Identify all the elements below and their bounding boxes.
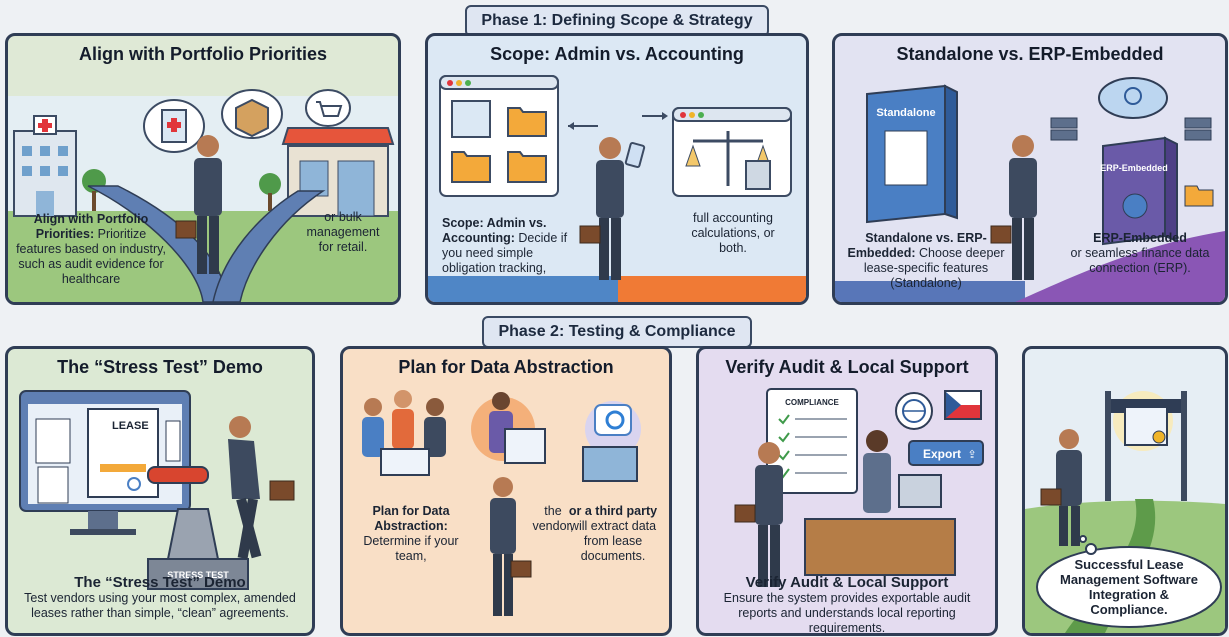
thought-bubble: [1036, 535, 1222, 628]
erp-box-icon: [1102, 136, 1178, 246]
upload-icon: ⇪: [967, 448, 976, 461]
hospital-icon: [13, 115, 77, 217]
vendor-figure: [489, 392, 546, 464]
phase-2-label: Phase 2: Testing & Compliance: [498, 323, 736, 340]
standalone-caption-left: Standalone vs. ERP-Embedded: Choose deep…: [841, 231, 1011, 291]
abstraction-caption-left: Plan for Data Abstraction: Determine if …: [361, 504, 461, 564]
panel-stress-test: The “Stress Test” Demo LEASE STRESS TEST: [5, 346, 315, 636]
finish-line-banner-icon: [1105, 391, 1187, 501]
businessman-figure: [490, 477, 532, 616]
abstraction-caption-bold: Plan for Data Abstraction:: [372, 504, 450, 533]
panel-portfolio-priorities: Align with Portfolio Priorities: [5, 33, 401, 305]
portfolio-caption-left: Align with Portfolio Priorities: Priorit…: [16, 212, 166, 287]
compliance-checklist-icon: [766, 388, 858, 494]
businessman-figure: [1040, 429, 1082, 546]
businessman-figure: [228, 416, 295, 559]
admin-window: [439, 75, 559, 197]
phase-1-banner: Phase 1: Defining Scope & Strategy: [465, 5, 769, 37]
scope-illustration: [428, 75, 806, 302]
abstraction-caption-right-text: will extract data from lease documents.: [569, 519, 657, 563]
erp-caption-bold: ERP-Embedded: [1093, 231, 1187, 245]
businessman-figure: [175, 135, 222, 274]
stress-test-machine-label: STRESS TEST: [167, 570, 229, 580]
stress-caption-title: The “Stress Test” Demo: [74, 574, 246, 591]
scope-caption-text: Decide if you need simple obligation tra…: [442, 231, 568, 275]
lease-document-label: LEASE: [112, 420, 149, 432]
panel-standalone-erp: Standalone vs. ERP-Embedded Standalone: [832, 33, 1228, 305]
export-button-bg: [908, 440, 984, 466]
server-icon: [1050, 117, 1212, 141]
clipboard-thought-icon: [143, 99, 205, 153]
scope-caption-left: Scope: Admin vs. Accounting: Decide if y…: [442, 216, 582, 276]
panel-data-abstraction: Plan for Data Abstraction Plan for Data …: [340, 346, 672, 636]
panel-title: Standalone vs. ERP-Embedded: [896, 44, 1164, 64]
scope-caption-bold: Scope: Admin vs. Accounting:: [442, 216, 547, 245]
stress-test-illustration: LEASE STRESS TEST: [19, 390, 295, 590]
panel-title: Align with Portfolio Priorities: [78, 44, 327, 64]
desk-icon: [804, 474, 956, 576]
abstraction-illustration: [362, 390, 641, 616]
audit-caption-title: Verify Audit & Local Support: [745, 574, 949, 591]
stress-test-machine: [147, 466, 249, 590]
panel-audit-support: Verify Audit & Local Support COMPLIANCE: [696, 346, 998, 636]
audit-caption: Verify Audit & Local Support Ensure the …: [705, 574, 989, 635]
businessman-figure: [990, 135, 1037, 280]
finish-bubble-text: Successful Lease Management Software Int…: [1060, 557, 1198, 617]
businessman-figure: [734, 442, 783, 587]
panel-finish: Successful Lease Management Software Int…: [1022, 346, 1228, 636]
portfolio-caption-text: Prioritize features based on industry, s…: [16, 227, 166, 286]
lease-document-icon: [87, 408, 159, 498]
portfolio-caption-bold: Align with Portfolio Priorities:: [33, 212, 149, 241]
panel-title: Plan for Data Abstraction: [398, 357, 614, 377]
panel-title: Verify Audit & Local Support: [725, 357, 969, 377]
export-button-label: Export: [923, 447, 961, 461]
stress-caption: The “Stress Test” Demo Test vendors usin…: [14, 575, 306, 621]
finish-illustration: [1025, 391, 1225, 633]
standalone-box-icon: [866, 84, 958, 224]
phase-1-label: Phase 1: Defining Scope & Strategy: [481, 12, 753, 29]
businesswoman-figure: [863, 430, 891, 513]
box-thought-icon: [221, 89, 283, 139]
standalone-caption-text: Choose deeper lease-specific features (S…: [863, 246, 1005, 290]
abstraction-caption-right-bold: or a third party: [568, 504, 658, 518]
abstraction-caption-mid: the vendor,: [532, 504, 574, 533]
compliance-board-label: COMPLIANCE: [785, 398, 839, 407]
third-party-logo-icon: [582, 404, 638, 482]
abstraction-caption-right: or a third party will extract data from …: [565, 504, 661, 564]
abstraction-caption-text: Determine if your team,: [363, 534, 459, 563]
panel-title: Scope: Admin vs. Accounting: [490, 44, 744, 64]
standalone-caption-right: ERP-Embedded or seamless finance data co…: [1065, 231, 1215, 276]
scope-caption-right: full accounting calculations, or both.: [691, 211, 775, 255]
standalone-box-label: Standalone: [876, 107, 935, 119]
standalone-caption-bold: Standalone vs. ERP-Embedded:: [847, 231, 987, 260]
erp-caption-text: or seamless finance data connection (ERP…: [1070, 246, 1210, 275]
panel-scope: Scope: Admin vs. Accounting: [425, 33, 809, 305]
flag-icon: [944, 390, 982, 420]
phase-2-banner: Phase 2: Testing & Compliance: [482, 316, 752, 348]
businessman-figure: [579, 137, 646, 280]
erp-box-label: ERP-Embedded: [1100, 163, 1168, 173]
team-figures: [362, 390, 446, 476]
stress-caption-body: Test vendors using your most complex, am…: [24, 591, 296, 620]
panel-title: The “Stress Test” Demo: [57, 357, 263, 377]
standalone-illustration: Standalone ERP-Embedded: [835, 77, 1225, 302]
globe-icon: [895, 392, 933, 430]
cloud-icon: [1098, 77, 1168, 119]
cart-thought-icon: [305, 89, 351, 127]
accounting-window: [672, 107, 792, 197]
audit-illustration: COMPLIANCE Export ⇪: [734, 388, 984, 587]
portfolio-caption-right: or bulk management for retail.: [306, 210, 380, 254]
portfolio-illustration: [8, 89, 398, 302]
audit-caption-body: Ensure the system provides exportable au…: [723, 591, 971, 635]
